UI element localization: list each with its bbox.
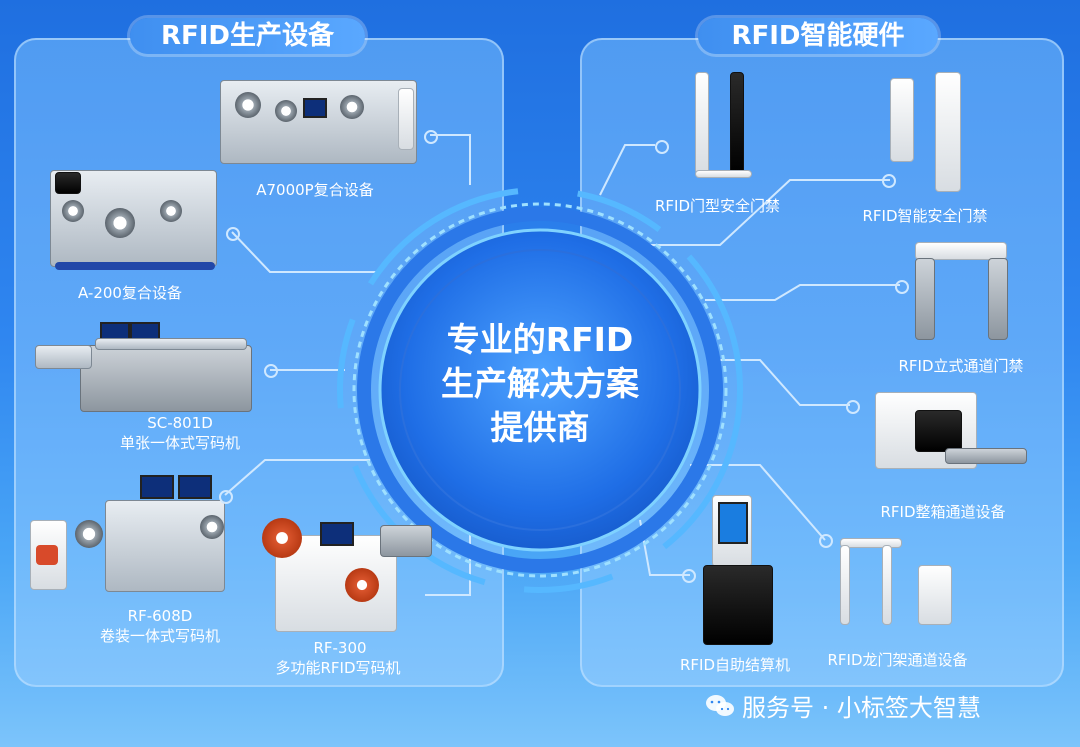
connector-dot — [846, 400, 860, 414]
connector-dot — [682, 569, 696, 583]
connector-dot — [424, 130, 438, 144]
sc801d-description: 单张一体式写码机 — [119, 434, 240, 452]
door-gate-label: RFID门型安全门禁 — [654, 197, 781, 215]
slogan-line-3: 提供商 — [490, 408, 590, 447]
connector-dot — [655, 140, 669, 154]
connector-dot — [264, 364, 278, 378]
gantry-label: RFID龙门架通道设备 — [827, 651, 968, 669]
connector-dot — [819, 534, 833, 548]
rf300-description: 多功能RFID写码机 — [275, 659, 401, 677]
rf300-model: RF-300 — [313, 639, 367, 657]
connector-dot — [882, 174, 896, 188]
watermark-text: 服务号 · 小标签大智慧 — [742, 694, 981, 722]
connector-dot — [895, 280, 909, 294]
sc801d-model: SC-801D — [147, 414, 213, 432]
connector-dot — [226, 227, 240, 241]
standing-gate-label: RFID立式通道门禁 — [898, 357, 1024, 375]
connector-dot — [219, 490, 233, 504]
smart-hardware-title: RFID智能硬件 — [698, 18, 938, 54]
rf608d-description: 卷装一体式写码机 — [99, 627, 220, 645]
a200-label: A-200复合设备 — [78, 284, 182, 302]
a7000p-label: A7000P复合设备 — [256, 181, 374, 199]
production-equipment-title: RFID生产设备 — [130, 18, 365, 54]
smart-gate-label: RFID智能安全门禁 — [862, 207, 988, 225]
kiosk-label: RFID自助结算机 — [679, 656, 791, 674]
center-slogan: 专业的RFID 生产解决方案 提供商 — [380, 318, 700, 450]
case-channel-label: RFID整箱通道设备 — [880, 503, 1006, 521]
slogan-line-2: 生产解决方案 — [441, 364, 639, 403]
slogan-line-1: 专业的RFID — [446, 320, 634, 359]
rf608d-model: RF-608D — [127, 607, 193, 625]
wechat-icon — [706, 695, 734, 716]
